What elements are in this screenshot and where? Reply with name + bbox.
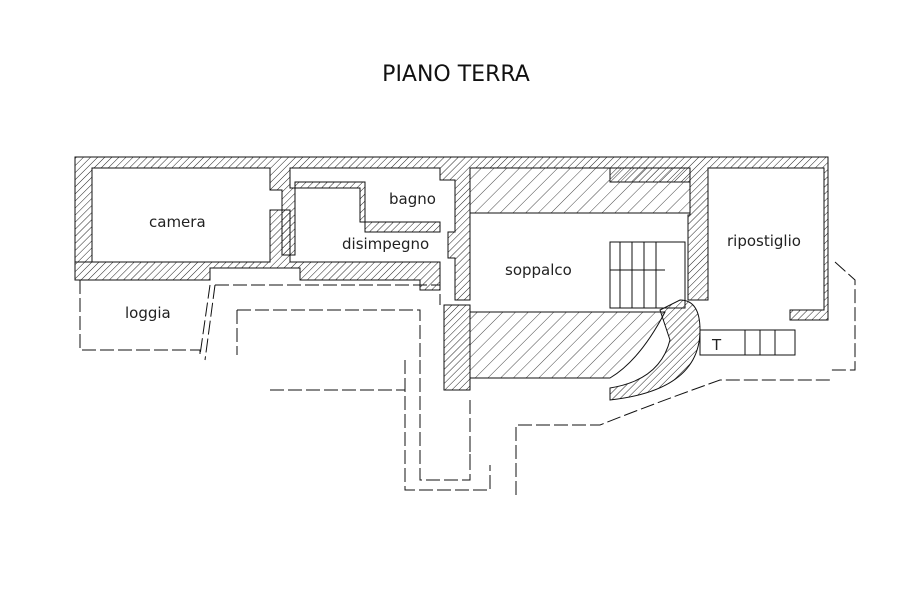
plan-title: PIANO TERRA [382,62,530,87]
mezzanine-hatch [469,167,691,379]
room-label-soppalco: soppalco [505,261,572,279]
hatched-bottom-area [469,311,666,379]
walls [74,156,829,401]
room-label-disimpegno: disimpegno [342,235,430,253]
staircase [609,241,686,309]
room-label-loggia: loggia [125,304,171,322]
dashed-outlines [79,261,856,495]
wall-east-block [443,304,471,391]
wall-camera-south [74,209,441,291]
wall-curve [609,299,701,401]
room-label-t: T [712,336,722,354]
room-label-camera: camera [149,213,206,231]
exterior-stairs [699,329,796,356]
room-label-bagno: bagno [389,190,436,208]
outer-wall [74,156,829,321]
room-label-ripostiglio: ripostiglio [727,232,801,250]
hatched-top-area [469,167,691,214]
